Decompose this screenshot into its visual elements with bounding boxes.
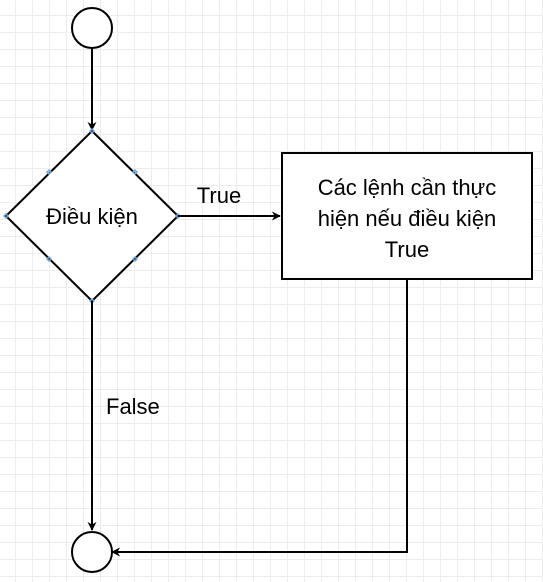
process-label-line-3: True: [385, 237, 429, 262]
edge-process-to-end: [111, 279, 408, 557]
start-node[interactable]: [71, 7, 113, 49]
process-label-line-2: hiện nếu điều kiện: [318, 206, 497, 231]
end-node[interactable]: [71, 531, 113, 573]
edge-false-label: False: [106, 394, 160, 419]
process-label-line-1: Các lệnh cần thực: [318, 175, 497, 200]
edge-true-label: True: [197, 183, 241, 208]
process-node[interactable]: [281, 152, 533, 280]
decision-label: Điều kiện: [46, 204, 138, 229]
